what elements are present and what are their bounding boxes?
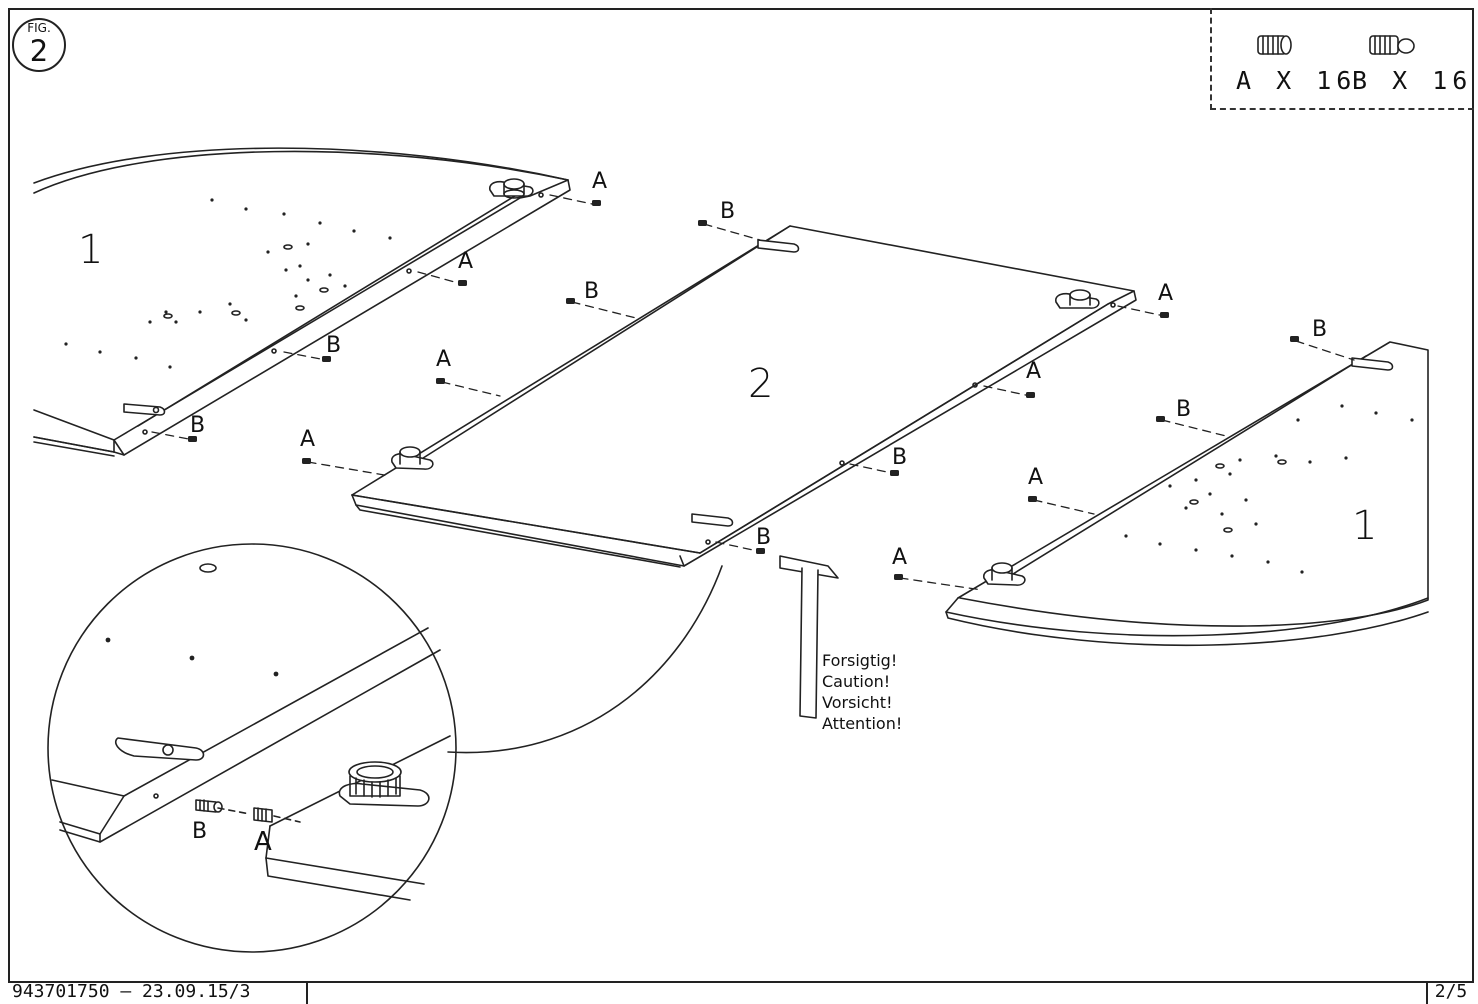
left-cam-lock: [489, 178, 534, 199]
figure-number: 2: [29, 34, 49, 68]
caution-french: Attention!: [822, 714, 903, 733]
fitting-label-b: B: [892, 445, 908, 470]
middle-leaf-panel: [351, 225, 1137, 568]
fitting-label-b: B: [326, 333, 342, 358]
small-fittings: [188, 200, 1299, 580]
panel-number-middle: 2: [748, 361, 774, 407]
guide-lines: [151, 194, 1355, 591]
right-panel-holes: [1124, 404, 1414, 574]
detail-label-b: B: [192, 819, 208, 844]
middle-bracket-bottom: [691, 513, 734, 527]
fitting-label-b: B: [720, 199, 736, 224]
detail-label-a: A: [254, 827, 272, 857]
figure-label: FIG.: [27, 21, 51, 35]
left-tabletop-half: [33, 147, 571, 457]
parts-legend: [1210, 8, 1474, 110]
right-panel-bores: [1189, 459, 1287, 533]
fitting-label-a: A: [1158, 281, 1174, 306]
fitting-label-b: B: [584, 279, 600, 304]
fitting-label-a: A: [592, 169, 608, 194]
dowel-icon: [1257, 35, 1292, 55]
legend-icons: [1257, 35, 1415, 55]
hammer-icon: [779, 555, 839, 719]
left-panel-holes: [64, 198, 392, 369]
right-cam-lock: [983, 562, 1026, 586]
right-tabletop-half: [945, 341, 1429, 647]
fitting-label-a: A: [892, 545, 908, 570]
right-bracket: [1351, 357, 1394, 371]
fitting-label-a: A: [300, 427, 316, 452]
caution-note: Forsigtig! Caution! Vorsicht! Attention!: [822, 650, 902, 734]
fitting-label-a: A: [1026, 359, 1042, 384]
figure-badge: FIG. 2: [12, 18, 66, 72]
middle-cam-lock-bottom: [391, 446, 434, 470]
detail-callout: [47, 543, 723, 953]
fitting-label-a: A: [1028, 465, 1044, 490]
panel-number-left: 1: [78, 227, 104, 273]
middle-cam-lock-top: [1055, 289, 1100, 309]
middle-bracket-top: [757, 239, 800, 253]
page-border: [8, 8, 1474, 983]
cam-bolt-icon: [1369, 35, 1415, 55]
panel-number-right: 1: [1352, 503, 1378, 549]
left-panel-bores: [163, 244, 329, 319]
document-code: 943701750 – 23.09.15/3: [8, 981, 308, 1004]
part-b-quantity: B X 16: [1352, 66, 1473, 95]
fitting-label-b: B: [1312, 317, 1328, 342]
fitting-label-b: B: [1176, 397, 1192, 422]
caution-danish: Forsigtig!: [822, 651, 898, 670]
fitting-label-a: A: [436, 347, 452, 372]
fitting-label-b: B: [190, 413, 206, 438]
left-connector-bracket: [123, 403, 166, 416]
caution-english: Caution!: [822, 672, 891, 691]
caution-german: Vorsicht!: [822, 693, 893, 712]
page-number: 2/5: [1426, 981, 1474, 1004]
part-a-quantity: A X 16: [1236, 66, 1357, 95]
fitting-label-b: B: [756, 525, 772, 550]
fitting-label-a: A: [458, 249, 474, 274]
